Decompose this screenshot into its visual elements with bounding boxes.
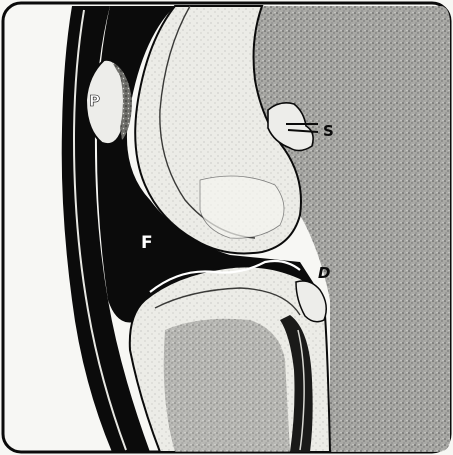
label-f: F <box>141 233 153 253</box>
label-d: D <box>318 264 330 282</box>
tibia-marrow <box>164 319 290 452</box>
label-s: S <box>323 122 334 140</box>
label-p: P <box>89 92 100 110</box>
femur-condyle-highlight <box>200 176 284 238</box>
